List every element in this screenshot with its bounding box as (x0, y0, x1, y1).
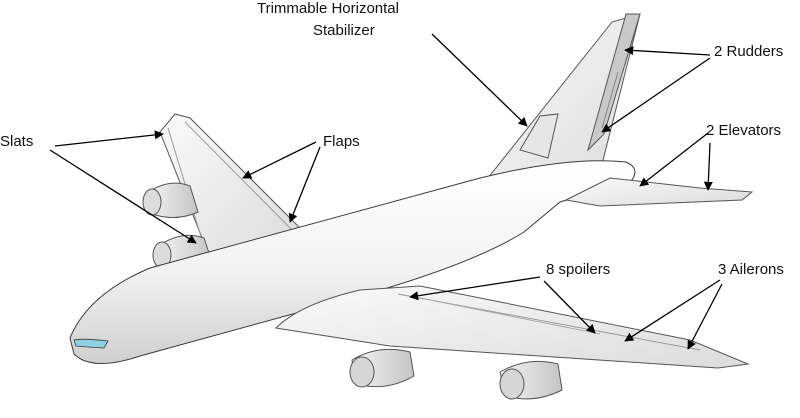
arrow-flaps-1 (242, 141, 317, 179)
arrow-rudder-upper (624, 45, 711, 56)
fuselage (69, 160, 636, 365)
far-stabilizer (519, 113, 559, 159)
label-elevators: 2 Elevators (706, 122, 782, 139)
callout-arrows (49, 33, 723, 350)
arrow-flaps-2 (288, 146, 321, 223)
arrow-stabilizer (431, 33, 528, 127)
label-stabilizer-line2: Stabilizer (313, 22, 375, 39)
arrow-slats-2 (49, 149, 197, 244)
label-flaps: Flaps (323, 133, 360, 150)
label-slats: Slats (0, 133, 34, 150)
arrow-elevator-2 (703, 142, 713, 191)
arrow-slats-1 (54, 130, 164, 147)
right-wing (274, 285, 750, 369)
arrow-spoilers-1 (409, 276, 541, 301)
label-ailerons: 3 Ailerons (718, 261, 784, 278)
label-stabilizer-line1: Trimmable Horizontal (257, 0, 399, 17)
arrow-spoilers-2 (543, 280, 596, 334)
arrow-rudder-lower (601, 57, 711, 133)
near-stabilizer (564, 177, 754, 207)
arrow-elevator-1 (639, 132, 709, 187)
right-engines (349, 348, 563, 400)
label-rudders: 2 Rudders (714, 43, 784, 60)
label-spoilers: 8 spoilers (546, 261, 611, 278)
arrow-ailerons-1 (624, 279, 721, 342)
arrow-ailerons-2 (687, 283, 723, 350)
